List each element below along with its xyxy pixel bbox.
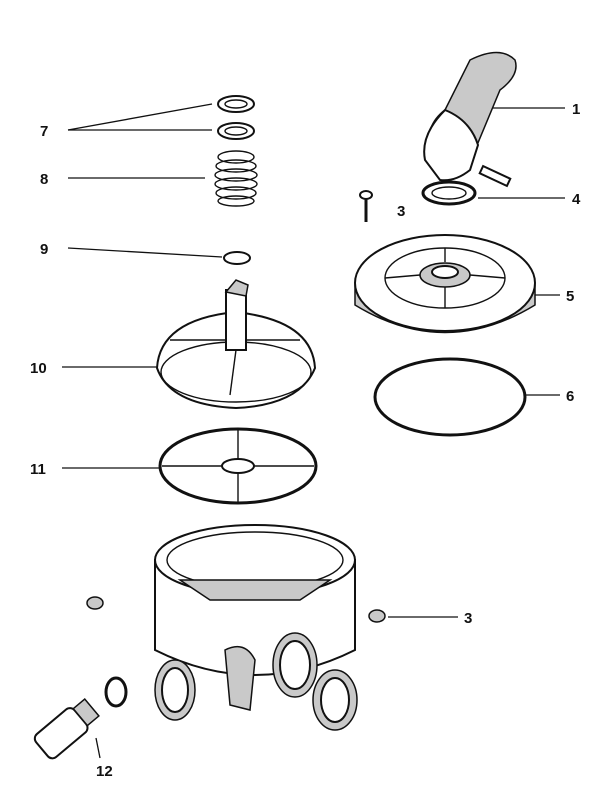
- part-4-washer: [421, 180, 477, 206]
- label-1: 1: [572, 101, 580, 118]
- part-5-cover: [354, 234, 536, 334]
- part-3-nut-right: [368, 609, 386, 623]
- valve-body: [154, 524, 358, 731]
- label-4: 4: [572, 191, 581, 208]
- label-9: 9: [40, 241, 48, 258]
- part-11-gasket: [158, 427, 318, 505]
- label-6: 6: [566, 388, 574, 405]
- label-7: 7: [40, 123, 48, 140]
- part-3-nut-left: [86, 596, 104, 610]
- label-3-screw: 3: [397, 203, 405, 220]
- label-3-nut: 3: [464, 610, 472, 627]
- label-12: 12: [96, 763, 113, 780]
- part-12-sight-glass: [33, 676, 128, 760]
- label-8: 8: [40, 171, 48, 188]
- label-5: 5: [566, 288, 574, 305]
- part-1-handle: [423, 51, 517, 188]
- leader-lines: [62, 103, 565, 759]
- label-10: 10: [30, 360, 47, 377]
- part-3-screw: [359, 190, 373, 222]
- part-10-rotor: [155, 279, 317, 410]
- label-11: 11: [30, 461, 46, 478]
- part-8-spring: [214, 150, 258, 207]
- part-9-oring: [223, 251, 251, 265]
- part-6-oring: [373, 357, 527, 437]
- part-7-rings: [217, 95, 255, 140]
